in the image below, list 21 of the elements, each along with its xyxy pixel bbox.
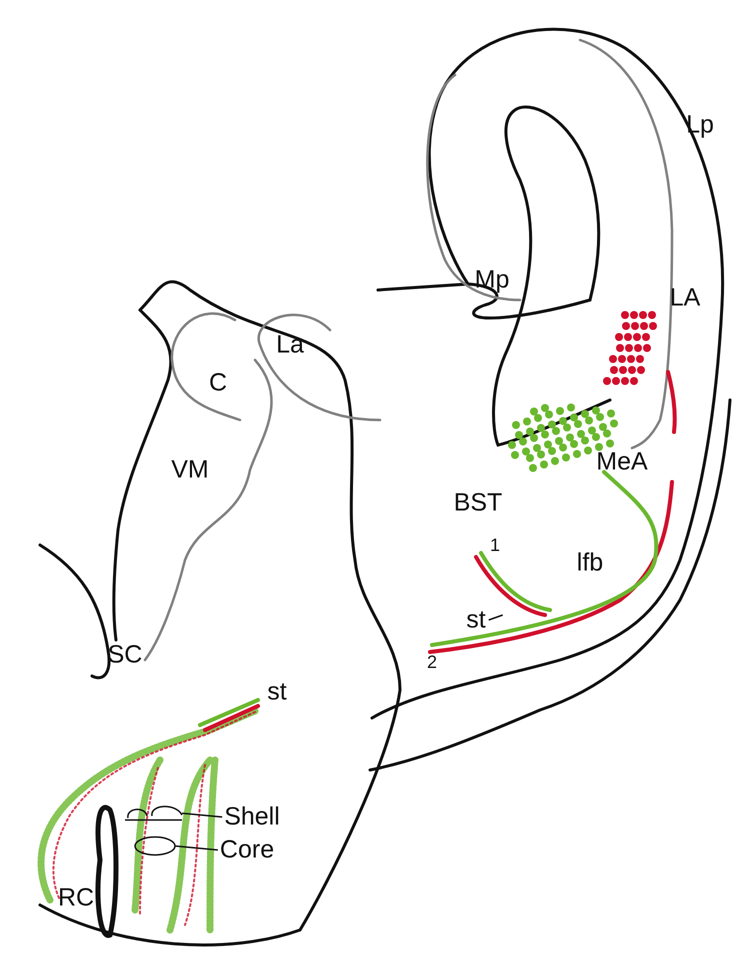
tract-number: 1	[490, 536, 500, 554]
leader-line	[182, 812, 222, 818]
structure-label: st	[466, 608, 486, 632]
region-label: Mp	[474, 268, 510, 292]
region-label: LA	[670, 286, 700, 310]
core-outline	[134, 836, 176, 856]
region-label: BST	[454, 490, 502, 516]
region-label: SC	[108, 642, 142, 668]
region-label: RC	[58, 886, 94, 910]
region-label: lfb	[576, 550, 604, 576]
leader-line	[174, 845, 218, 851]
region-label: MeA	[596, 450, 648, 474]
region-label: VM	[171, 458, 209, 482]
tract-number: 2	[427, 653, 437, 671]
structure-label: Shell	[224, 804, 280, 830]
region-label: st	[267, 680, 287, 704]
leader-line	[488, 614, 503, 621]
region-label: La	[276, 332, 304, 358]
structure-label: Core	[220, 838, 274, 862]
shell-outline	[124, 806, 183, 821]
region-label: C	[208, 370, 228, 396]
